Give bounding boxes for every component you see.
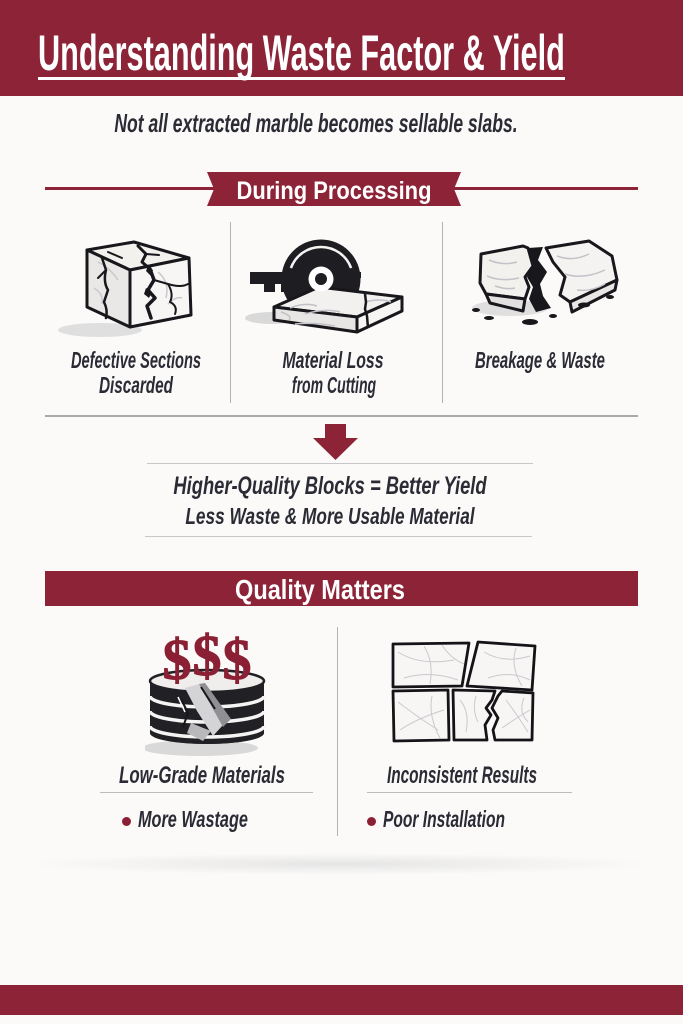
- svg-text:$: $: [193, 623, 222, 688]
- svg-text:$: $: [163, 627, 192, 692]
- svg-text:$: $: [223, 627, 252, 692]
